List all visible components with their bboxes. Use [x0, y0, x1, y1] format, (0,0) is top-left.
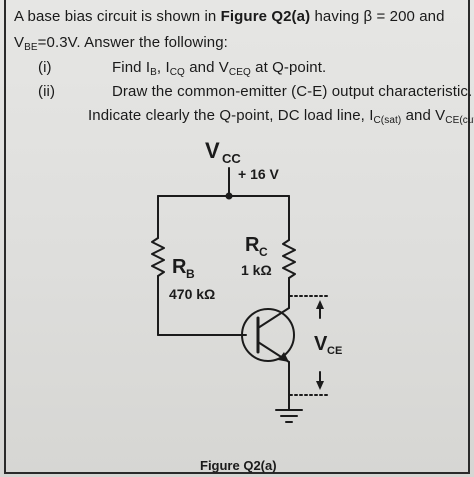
rb-label: R	[172, 256, 187, 278]
question-border	[4, 0, 470, 474]
rc-value: 1 kΩ	[241, 262, 272, 278]
question-item-ii: (ii) Draw the common-emitter (C-E) output…	[14, 82, 472, 102]
item-i-text: and V	[184, 59, 229, 76]
beta-text: having β = 200 and	[310, 8, 445, 25]
vce-arrow-up	[316, 300, 324, 309]
rb-value: 470 kΩ	[169, 286, 215, 302]
vbe-line: VBE=0.3V. Answer the following:	[14, 33, 228, 58]
item-number: (i)	[38, 59, 52, 76]
vbe-value-text: =0.3V. Answer the following:	[37, 34, 228, 51]
vcc-subscript: CC	[222, 151, 241, 166]
vbe-symbol: V	[14, 34, 25, 51]
item-ii-text: and V	[401, 107, 446, 124]
question-item-i: (i) Find IB, ICQ and VCEQ at Q-point.	[14, 58, 326, 83]
item-number: (ii)	[38, 83, 56, 100]
vcecutoff-subscript: CE(cutoff)	[445, 115, 474, 126]
figure-caption: Figure Q2(a)	[200, 458, 277, 473]
vceq-subscript: CEQ	[228, 67, 251, 78]
supply-voltage: + 16 V	[238, 166, 280, 182]
ib-subscript: B	[150, 67, 157, 78]
rc-resistor	[282, 239, 296, 279]
vce-arrow-down	[316, 381, 324, 390]
vcc-label: V	[205, 138, 220, 163]
item-i-text: Find I	[112, 59, 151, 76]
icsat-subscript: C(sat)	[373, 115, 402, 126]
question-item-ii-continued: Indicate clearly the Q-point, DC load li…	[88, 106, 474, 131]
item-ii-text: Indicate clearly the Q-point, DC load li…	[88, 107, 374, 124]
item-ii-text: Draw the common-emitter (C-E) output cha…	[112, 83, 473, 100]
junction-dot	[225, 192, 233, 200]
question-intro: A base bias circuit is shown in Figure Q…	[14, 7, 445, 27]
transistor-collector	[257, 307, 290, 329]
item-i-text: , I	[156, 59, 170, 76]
item-i-text: at Q-point.	[250, 59, 327, 76]
icq-subscript: CQ	[169, 67, 185, 78]
rc-label: R	[245, 234, 260, 256]
vbe-subscript: BE	[24, 42, 38, 53]
vce-subscript: CE	[327, 345, 342, 357]
intro-text: A base bias circuit is shown in	[14, 8, 221, 25]
vce-label: V	[314, 333, 328, 355]
figure-reference: Figure Q2(a)	[220, 8, 311, 25]
rb-resistor	[151, 237, 165, 277]
emitter-arrow	[278, 352, 289, 362]
rb-subscript: B	[186, 267, 195, 281]
transistor-body	[241, 308, 295, 362]
rc-subscript: C	[259, 245, 268, 259]
